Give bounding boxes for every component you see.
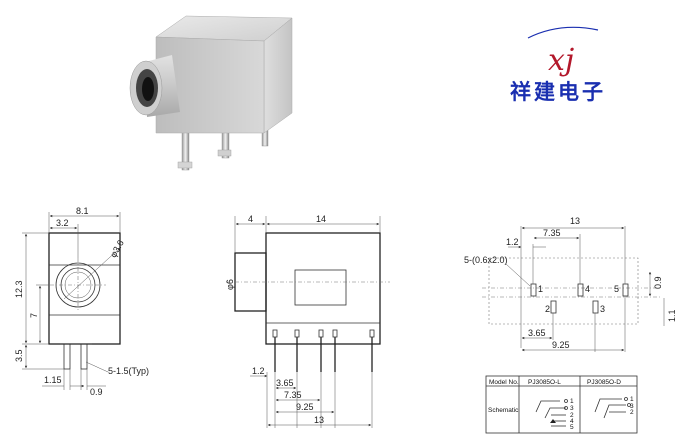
- front-pin-gap-label: 0.9: [90, 387, 103, 397]
- side-nose-diameter-label: φ6: [225, 279, 235, 290]
- schematic-l-pin-1: 1: [570, 398, 574, 405]
- table-row-label: Schematic: [488, 407, 519, 414]
- front-pin-size-label: 5-1.5(Typ): [108, 366, 149, 376]
- pcb-pin-3-label: 3: [600, 304, 605, 314]
- side-total-label: 13: [314, 415, 324, 425]
- pcb-hole-3: [592, 300, 599, 314]
- front-pin-length-label: 3.5: [14, 349, 24, 362]
- schematic-l-pin-2: 2: [570, 412, 574, 419]
- side-pin3-label: 7.35: [284, 390, 302, 400]
- front-width-label: 8.1: [76, 206, 89, 216]
- front-pin-offset-label: 1.15: [44, 375, 62, 385]
- pcb-total-label: 13: [570, 216, 580, 226]
- schematic-d: 1 3 2: [594, 396, 634, 419]
- pcb-layout: 13 7.35 1.2 5-(0.6x2.0) 0.9 1.1 3.65 9.2…: [464, 216, 677, 352]
- pcb-pin-4-label: 4: [585, 284, 590, 294]
- side-pins: [272, 329, 375, 372]
- side-pin1-label: 1.2: [252, 366, 265, 376]
- pcb-12-label: 1.2: [506, 237, 519, 247]
- pcb-pin-5-label: 5: [614, 284, 619, 294]
- table-model-d: PJ3085O-D: [587, 379, 621, 386]
- front-height-label: 12.3: [14, 280, 24, 298]
- pcb-hole-1: [530, 283, 537, 297]
- schematic-l: 1 3 2 4 5: [535, 398, 574, 431]
- pcb-pin-1-label: 1: [538, 284, 543, 294]
- side-pin4-label: 9.25: [296, 402, 314, 412]
- logo-company-name: 祥建电子: [510, 80, 606, 104]
- connector-3d-render: [129, 15, 293, 171]
- pcb-365-label: 3.65: [528, 328, 546, 338]
- schematic-d-pin-3: 3: [630, 403, 634, 410]
- front-diameter-label: φ3.6: [108, 238, 126, 259]
- front-offset-label: 3.2: [56, 218, 69, 228]
- pcb-hole-size-label: 5-(0.6x2.0): [464, 255, 508, 265]
- pcb-925-label: 9.25: [552, 340, 570, 350]
- pcb-09-label: 0.9: [653, 276, 663, 289]
- front-view: 8.1 3.2 φ3.6 12.3 7 3.5 5-1.5(Typ) 1.15 …: [14, 206, 149, 397]
- pcb-hole-4: [577, 283, 584, 297]
- side-nose-length-label: 4: [248, 214, 253, 224]
- pcb-hole-2: [550, 300, 557, 314]
- pcb-hole-5: [622, 283, 629, 297]
- schematic-l-pin-5: 5: [570, 424, 574, 431]
- brand-logo: xj 祥建电子: [510, 26, 606, 104]
- front-center-height-label: 7: [29, 313, 39, 318]
- side-view: 4 14 φ6 1.2 3.65 7.35 9.25 13: [225, 214, 390, 428]
- schematic-d-pin-2: 2: [630, 409, 634, 416]
- schematic-d-pin-1: 1: [630, 396, 634, 403]
- logo-initials: xj: [548, 43, 574, 78]
- table-header-label: Model No.: [489, 379, 519, 386]
- pcb-11-label: 1.1: [667, 309, 677, 322]
- schematic-l-pin-4: 4: [570, 418, 574, 425]
- side-pin2-label: 3.65: [276, 378, 294, 388]
- model-table: Model No. PJ3085O-L PJ3085O-D Schematic …: [485, 375, 638, 434]
- pcb-735-label: 7.35: [543, 228, 561, 238]
- table-model-l: PJ3085O-L: [528, 379, 561, 386]
- schematic-l-pin-3: 3: [570, 405, 574, 412]
- pcb-pin-2-label: 2: [545, 304, 550, 314]
- side-body-length-label: 14: [316, 214, 326, 224]
